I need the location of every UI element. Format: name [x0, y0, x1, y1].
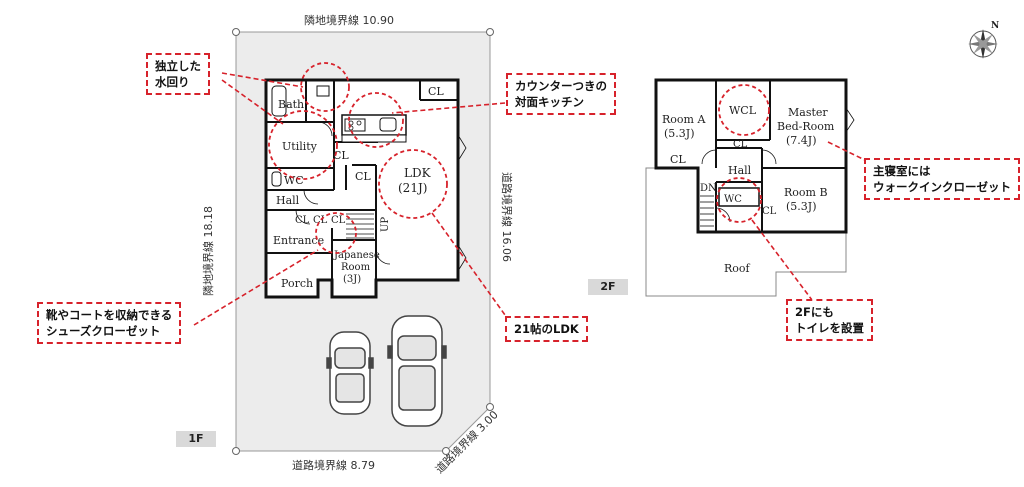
highlight-kitchen	[348, 92, 404, 148]
floor-tag-2f: 2F	[588, 279, 628, 295]
closet-1f-e: CL	[313, 215, 328, 226]
floor-tag-1f: 1F	[176, 431, 216, 447]
room-master-2: Bed-Room	[777, 120, 835, 133]
callout-ldk: 21帖のLDK	[505, 316, 588, 342]
closet-1f-c: CL	[355, 170, 371, 183]
stairs-dn-label: DN	[700, 183, 717, 194]
dim-bottom: 道路境界線 8.79	[292, 458, 375, 472]
room-utility: Utility	[282, 140, 318, 153]
callout-water: 独立した 水回り	[146, 53, 210, 95]
car-large	[387, 315, 447, 427]
closet-2f-a: CL	[670, 153, 686, 166]
compass-label: N	[991, 21, 999, 31]
dim-right: 道路境界線 16.06	[500, 172, 514, 262]
closet-2f-b: CL	[733, 139, 748, 150]
closet-1f-d: CL	[295, 215, 310, 226]
dim-left: 隣地境界線 18.18	[201, 206, 215, 296]
room-bath: Bath	[278, 98, 304, 111]
stairs-up-label: UP	[380, 217, 391, 232]
room-wcl: WCL	[729, 104, 757, 117]
highlight-wc-2f	[716, 177, 762, 223]
highlight-utility	[268, 110, 338, 180]
building-1f	[264, 78, 467, 299]
closet-1f-a: CL	[428, 85, 444, 98]
highlight-ldk	[378, 149, 448, 219]
room-japanese-2: Room	[341, 262, 371, 273]
room-hall-1f: Hall	[276, 194, 300, 207]
room-a-label: Room A	[662, 113, 706, 126]
dim-top: 隣地境界線 10.90	[304, 13, 394, 27]
compass-icon: N	[968, 21, 999, 59]
roof-label: Roof	[724, 262, 751, 275]
room-wc-1f: WC	[284, 174, 304, 187]
room-hall-2f: Hall	[728, 164, 752, 177]
car-small	[326, 331, 374, 415]
room-japanese-1: Japanese	[333, 250, 380, 261]
room-ldk-size: (21J)	[398, 181, 427, 195]
closet-1f-f: CL	[331, 215, 346, 226]
highlight-bath	[300, 62, 350, 112]
room-japanese-size: (3J)	[343, 274, 361, 285]
highlight-wcl	[718, 84, 770, 136]
callout-shoes: 靴やコートを収納できる シューズクローゼット	[37, 302, 182, 344]
closet-2f-c: CL	[762, 206, 777, 217]
room-wc-2f: WC	[724, 194, 742, 205]
building-2f	[654, 78, 855, 234]
room-ldk: LDK	[404, 166, 432, 180]
room-b-size: (5.3J)	[786, 200, 817, 213]
callout-toilet-2f: 2Fにも トイレを設置	[786, 299, 873, 341]
room-entrance: Entrance	[273, 234, 324, 247]
room-b-label: Room B	[784, 186, 828, 199]
highlight-circles	[268, 62, 770, 254]
room-master-1: Master	[788, 106, 828, 119]
callout-kitchen: カウンターつきの 対面キッチン	[506, 73, 616, 115]
room-porch: Porch	[281, 277, 313, 290]
highlight-shoes	[315, 212, 357, 254]
callout-master: 主寝室には ウォークインクローゼット	[864, 158, 1020, 200]
room-a-size: (5.3J)	[664, 127, 695, 140]
room-master-size: (7.4J)	[786, 134, 817, 147]
